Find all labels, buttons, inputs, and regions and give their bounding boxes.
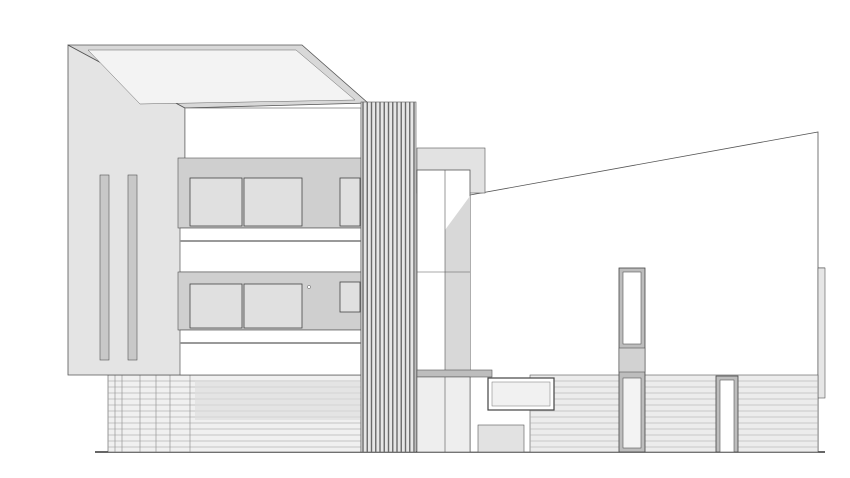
low-wall: [477, 424, 525, 453]
floor-1-window-1: [189, 283, 243, 329]
right-siding-band: [529, 374, 819, 453]
floor-1-window-2: [243, 283, 303, 329]
balcony-2-rail: [180, 342, 361, 344]
floor-2-window-2: [243, 177, 303, 227]
tall-window-pane-lower: [622, 377, 642, 449]
canopy: [416, 369, 493, 378]
roof-surface: [87, 49, 356, 105]
floor-1-window-3: [339, 281, 361, 313]
balcony-2: [179, 329, 362, 376]
left-slot-2: [127, 174, 138, 361]
tall-window-pane-upper: [622, 271, 642, 345]
base-shadow: [195, 380, 361, 420]
floor-2-window-3: [339, 177, 361, 227]
tall-window-band: [618, 347, 646, 373]
floor-2-window-1: [189, 177, 243, 227]
wall-light: [307, 285, 311, 289]
vertical-fin-screen: [360, 101, 417, 453]
door-panel: [719, 379, 735, 453]
balcony-1-rail: [180, 240, 361, 242]
left-slot-1: [99, 174, 110, 361]
right-siding-lines: [530, 380, 818, 448]
projecting-box-inner: [491, 381, 551, 407]
glazed-bay-shadow: [445, 196, 470, 375]
right-end-panel: [817, 267, 826, 399]
balcony-1: [179, 227, 362, 273]
lower-glass: [416, 376, 471, 453]
